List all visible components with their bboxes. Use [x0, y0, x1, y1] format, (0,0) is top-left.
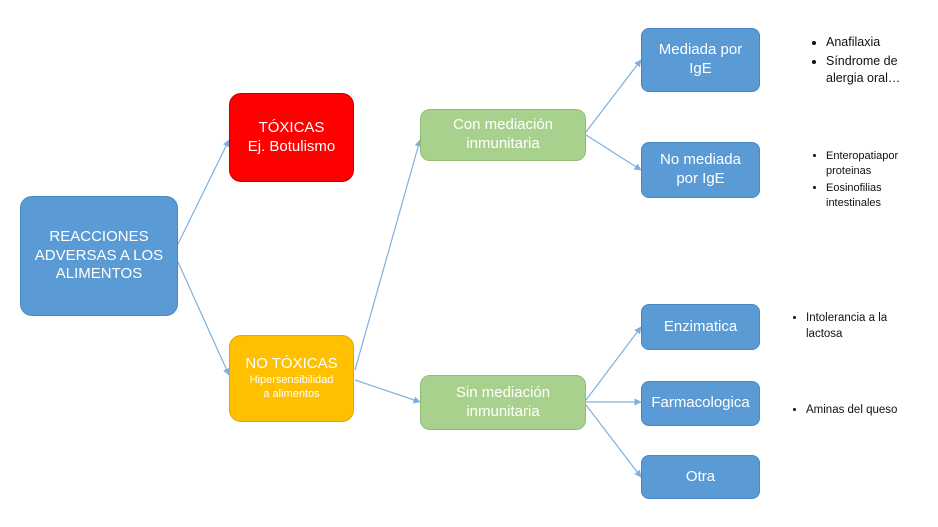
node-no-toxicas: NO TÓXICAS Hipersensibilidad a alimentos [229, 335, 354, 422]
note-item: Aminas del queso [806, 403, 936, 419]
node-subtitle: Hipersensibilidad [249, 374, 334, 387]
node-text: Farmacologica [651, 394, 750, 412]
node-text: IgE [689, 60, 712, 77]
note-item: Eosinofilias intestinales [826, 181, 938, 211]
connector-sin-otra [585, 404, 642, 478]
connector-con-mediada [585, 59, 642, 133]
connector-sin-enzimatica [585, 326, 642, 401]
node-text: por IgE [676, 170, 725, 187]
node-text: REACCIONES [49, 227, 149, 245]
node-text: Otra [685, 467, 716, 485]
notes-mediada-ige: Anafilaxia Síndrome de alergia oral… [808, 34, 936, 89]
connector-root-toxicas [177, 139, 230, 245]
note-item: Intolerancia a la lactosa [806, 311, 926, 342]
node-sin-mediacion: Sin mediación inmunitaria [420, 375, 586, 430]
node-mediada-ige: Mediada por IgE [641, 28, 760, 92]
node-con-mediacion: Con mediación inmunitaria [420, 109, 586, 161]
node-subtitle: a alimentos [263, 387, 320, 400]
node-text: Sin mediación [455, 383, 551, 401]
node-title: TÓXICAS [258, 118, 325, 136]
connector-no-toxicas-con [354, 139, 422, 371]
node-text: inmunitaria [466, 135, 540, 152]
node-farmacologica: Farmacologica [641, 381, 760, 426]
node-text: No mediada [660, 151, 741, 169]
notes-no-mediada-ige: Enteropatiapor proteinas Eosinofilias in… [808, 149, 938, 212]
note-item: Enteropatiapor proteinas [826, 149, 938, 179]
node-text: Enzimatica [663, 317, 738, 335]
node-enzimatica: Enzimatica [641, 304, 760, 350]
node-text: ALIMENTOS [55, 265, 143, 283]
note-item: Anafilaxia [826, 34, 936, 51]
node-toxicas: TÓXICAS Ej. Botulismo [229, 93, 354, 182]
connector-no-toxicas-sin [354, 379, 421, 404]
notes-enzimatica: Intolerancia a la lactosa [788, 311, 926, 344]
node-no-mediada-ige: No mediada por IgE [641, 142, 760, 198]
connector-root-no-toxicas [177, 261, 230, 376]
notes-farmacologica: Aminas del queso [788, 403, 936, 421]
connector-con-no-mediada [585, 134, 642, 171]
node-title: NO TÓXICAS [245, 355, 338, 373]
node-reacciones-adversas: REACCIONES ADVERSAS A LOS ALIMENTOS [20, 196, 178, 316]
node-text: Mediada por [658, 41, 743, 59]
note-item: Síndrome de alergia oral… [826, 53, 936, 87]
node-text: inmunitaria [466, 402, 540, 420]
node-text: Con mediación [452, 116, 554, 134]
node-otra: Otra [641, 455, 760, 499]
node-text: ADVERSAS A LOS [34, 246, 164, 264]
node-subtitle: Ej. Botulismo [247, 137, 336, 155]
